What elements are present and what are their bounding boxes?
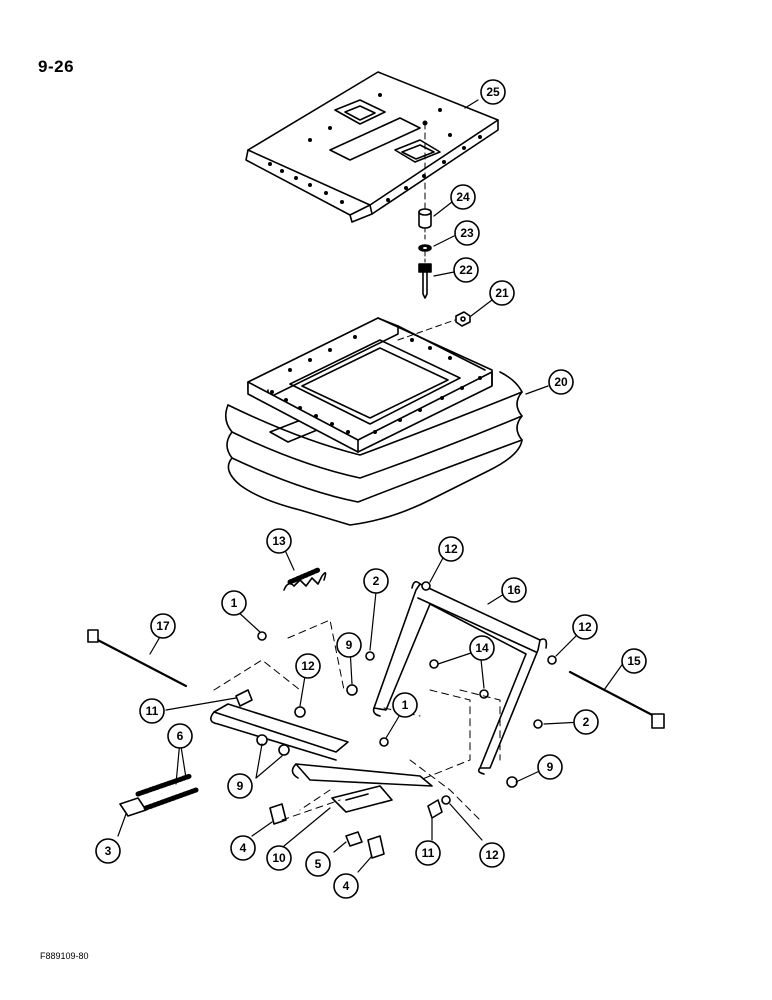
callout-label: 12: [301, 659, 315, 673]
callout-12-lower: 12: [479, 842, 505, 868]
callout-label: 11: [422, 846, 435, 860]
callout-25: 25: [480, 79, 506, 105]
callout-label: 1: [231, 596, 238, 610]
suspension-bellows: [224, 317, 523, 526]
callout-label: 21: [495, 286, 509, 300]
callout-16: 16: [501, 577, 527, 603]
callout-label: 24: [456, 190, 470, 204]
callout-3: 3: [95, 838, 121, 864]
callout-label: 6: [177, 729, 184, 743]
callout-label: 10: [272, 851, 286, 865]
callout-17: 17: [150, 613, 176, 639]
callout-21: 21: [489, 280, 515, 306]
callout-10: 10: [266, 845, 292, 871]
washer: [418, 244, 432, 252]
seat-top-plate: [245, 71, 499, 223]
callout-label: 9: [346, 638, 353, 652]
callout-label: 9: [237, 779, 244, 793]
callout-label: 23: [460, 226, 474, 240]
callout-12-top: 12: [438, 536, 464, 562]
callout-label: 12: [578, 620, 592, 634]
callout-label: 4: [343, 879, 350, 893]
callout-label: 13: [272, 534, 286, 548]
spacer-bushing: [418, 208, 432, 229]
callout-15: 15: [621, 648, 647, 674]
callout-9-lower-left: 9: [227, 773, 253, 799]
callout-11-lower: 11: [415, 840, 441, 866]
callout-9-lower-right: 9: [537, 754, 563, 780]
callout-2-lower: 2: [573, 709, 599, 735]
callout-label: 4: [240, 841, 247, 855]
pivot-bolt: [418, 263, 432, 299]
callout-12-right: 12: [572, 614, 598, 640]
callout-1-lower: 1: [392, 692, 418, 718]
callout-13: 13: [266, 528, 292, 554]
nut: [455, 311, 471, 327]
callout-label: 12: [485, 848, 499, 862]
callout-14: 14: [469, 635, 495, 661]
callout-9-upper: 9: [336, 632, 362, 658]
callout-4-right: 4: [333, 873, 359, 899]
callout-label: 9: [547, 760, 554, 774]
callout-label: 22: [459, 263, 473, 277]
callout-2-upper: 2: [363, 568, 389, 594]
callout-label: 15: [627, 654, 641, 668]
callout-1-upper: 1: [221, 590, 247, 616]
callout-label: 5: [315, 857, 322, 871]
callout-label: 25: [486, 85, 500, 99]
callout-20: 20: [548, 369, 574, 395]
callout-5: 5: [305, 851, 331, 877]
callout-label: 11: [146, 704, 159, 718]
figure-code: F889109-80: [40, 951, 89, 961]
page-number: 9-26: [38, 57, 75, 76]
callout-11-left: 11: [139, 698, 165, 724]
callout-label: 17: [156, 619, 170, 633]
callout-4-left: 4: [230, 835, 256, 861]
callout-label: 1: [402, 698, 409, 712]
callout-label: 14: [475, 641, 489, 655]
callout-12-mid: 12: [295, 653, 321, 679]
callout-label: 2: [583, 715, 590, 729]
callout-label: 20: [554, 375, 568, 389]
callout-6: 6: [167, 723, 193, 749]
callout-label: 16: [507, 583, 521, 597]
callout-label: 2: [373, 574, 380, 588]
callout-22: 22: [453, 257, 479, 283]
callout-24: 24: [450, 184, 476, 210]
callout-label: 12: [444, 542, 458, 556]
scissor-mechanism: [87, 567, 665, 859]
callout-23: 23: [454, 220, 480, 246]
callout-label: 3: [105, 844, 112, 858]
